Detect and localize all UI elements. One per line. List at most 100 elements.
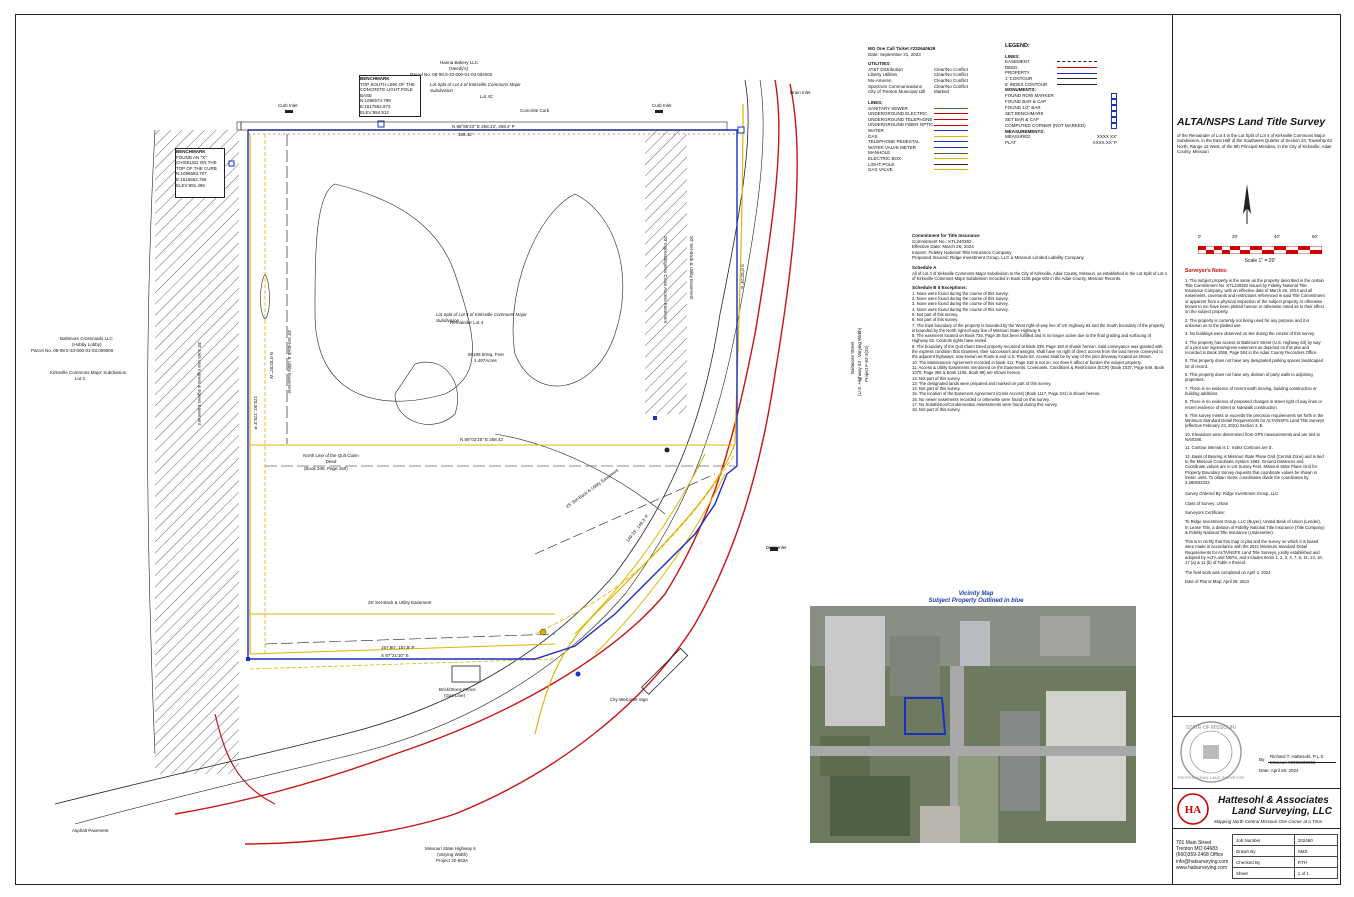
exception-item: 18. Not part of this survey. — [912, 407, 961, 413]
west-dist: 278.30', 278.3' P — [253, 396, 258, 430]
survey-title: ALTA/NSPS Land Title Survey — [1177, 116, 1326, 128]
legend-measure-value: XXXX.XX' — [1096, 134, 1117, 140]
scale-tick: 60' — [1312, 234, 1318, 239]
note-item: 7. There is no evidence of recent earth … — [1185, 385, 1317, 396]
benchmark-marker-1 — [377, 120, 385, 128]
title-block-panel — [1172, 14, 1341, 885]
legend-monument-label: COMPUTED CORNER (NOT MARKED) — [1005, 122, 1086, 128]
cert-label: Surveyors Certificate: — [1185, 509, 1226, 515]
seal-inner-text: PROFESSIONAL LAND SURVEYOR — [1178, 775, 1244, 780]
concrete-curb-outline — [236, 121, 728, 131]
exception-item: 14. Not part of this survey. — [912, 386, 961, 392]
quitclaim-ref: (Book 339, Page 160) — [304, 466, 348, 471]
contour-closed-3 — [512, 193, 624, 387]
seal-area — [1172, 716, 1341, 789]
legend-line-row: EASEMENT — [1005, 59, 1145, 65]
curb-inlet-label-2: Curb Inlet — [652, 103, 672, 108]
utility-status: Marked — [934, 89, 950, 95]
exception-item: 3. None were found during the course of … — [912, 301, 1009, 307]
surveyor-seal-icon: STATE OF MISSOURI PROFESSIONAL LAND SURV… — [1178, 721, 1244, 783]
scale-bar: 0'20'40'60' Scale 1" = 20' — [1197, 234, 1323, 265]
line-legend-label: WATER VALVE METER — [868, 144, 916, 150]
logo-letters: HA — [1185, 804, 1202, 816]
north-owner2: (Needy's) — [449, 66, 469, 71]
job-cell: 1 of 1 — [1293, 867, 1339, 879]
exception-item: 7. The East boundary of the property is … — [912, 322, 1165, 333]
legend-line-label: 5' INDEX CONTOUR — [1005, 81, 1048, 87]
mid-bearing: N 89°02'25" E 258.42 — [460, 437, 504, 442]
legend-line-row: PROPERTY — [1005, 70, 1145, 76]
scale-tick: 0' — [1198, 234, 1202, 239]
utility-name: Spectrum Communications — [868, 83, 923, 89]
legend-monument-label: SET BENCHMARK — [1005, 110, 1044, 116]
line-legend-row: GAS — [868, 134, 968, 140]
north-lot: Lot 4C — [480, 94, 494, 99]
firm-name-2: Land Surveying, LLC — [1232, 806, 1333, 817]
line-legend-row: TELEPHONE PEDESTAL — [868, 139, 968, 145]
benchmark-box-1: BENCHMARK TOP SOUTH LINE OF THE CONCRETE… — [359, 75, 421, 117]
west-parcel: Parcel No. 08-08.0-33-000-01-03.009000 — [31, 348, 114, 353]
vicinity-title: Vicinity Map — [958, 591, 994, 597]
line-legend-row: UNDERGROUND TELEPHONE — [868, 117, 968, 123]
legend-monument-row: FOUND ROW MARKER — [1005, 92, 1117, 99]
firm-logo-icon: HA — [1177, 793, 1209, 825]
firm-name-1: Hattesohl & Associates — [1218, 795, 1329, 806]
contour-small — [260, 273, 270, 320]
curb-inlet-label-1: Curb Inlet — [278, 103, 298, 108]
commitment-line: Proposed Insured: Ridge Investment Group… — [912, 255, 1084, 261]
commitment-line: Effective Date: March 26, 2024 — [912, 244, 974, 250]
line-legend-row: WATER — [868, 128, 968, 134]
easement-line-e — [534, 103, 744, 735]
ingress-label: 30' Joint Use Ingress & Egress Easement — [197, 342, 202, 425]
note-item: 9. This survey meets or exceeds the prec… — [1185, 412, 1325, 429]
address-line: (660)359-2468 Office — [1176, 852, 1224, 859]
area-acres: 1.497Acres — [474, 358, 497, 363]
easement-line-diag3 — [534, 453, 736, 635]
job-cell: 202460 — [1293, 834, 1339, 846]
legend-line-row: 5' INDEX CONTOUR — [1005, 82, 1145, 88]
utility-status: Clear/No Conflict — [934, 66, 969, 72]
commitment-line: Insurer: Fidelity National Title Insuran… — [912, 249, 1012, 255]
legend-monument-row: COMPUTED CORNER (NOT MARKED) — [1005, 122, 1117, 129]
corner-marker-sw — [246, 657, 250, 661]
setback-dash-diag — [534, 473, 716, 555]
job-cell: SMS — [1293, 845, 1339, 857]
line-legend-row: GAS VALVE — [868, 167, 968, 173]
easement-line-s3 — [249, 658, 556, 670]
exception-item: 10. The Maintenance Agreement recorded i… — [912, 359, 1142, 365]
exception-item: 13. The designated lands were prepared a… — [912, 380, 1052, 386]
job-cell: Checked By — [1232, 856, 1295, 868]
legend-monument-label: FOUND BAR & CAP — [1005, 98, 1047, 104]
city-welcome-sign-shape — [641, 647, 689, 695]
address-line: 701 Main Street — [1176, 840, 1212, 846]
exception-item: 5. Not part of this survey. — [912, 311, 959, 317]
line-legend-label: UNDERGROUND TELEPHONE — [868, 116, 933, 122]
west-lot: Lot 2 — [75, 376, 86, 381]
welcome-sign-label: City Welcome Sign — [610, 697, 648, 702]
utility-name: AT&T Distribution — [868, 66, 903, 72]
one-call-block: MO One Call Ticket #232640629 Date: Sept… — [868, 46, 969, 95]
curb-inlet-1 — [285, 110, 293, 113]
legend-monument-label: FOUND ROW MARKER — [1005, 92, 1054, 98]
note-item: 5. This property does not have any desig… — [1185, 358, 1323, 369]
utility-name: Mo-Ameren — [868, 77, 892, 83]
highway63c-label: Project F-63-3(32) — [864, 345, 869, 382]
legend-monument-label: FOUND 1/2" BAR — [1005, 104, 1041, 110]
curb-inlet-2 — [655, 110, 663, 113]
scale-tick: 20' — [1232, 234, 1238, 239]
exception-item: 1. None were found during the course of … — [912, 290, 1009, 296]
legend-monument-row: FOUND BAR & CAP — [1005, 98, 1117, 105]
note-item: 4. The property has access to Baltimore … — [1185, 339, 1321, 356]
legend-measure-label: PLAT — [1005, 139, 1016, 145]
